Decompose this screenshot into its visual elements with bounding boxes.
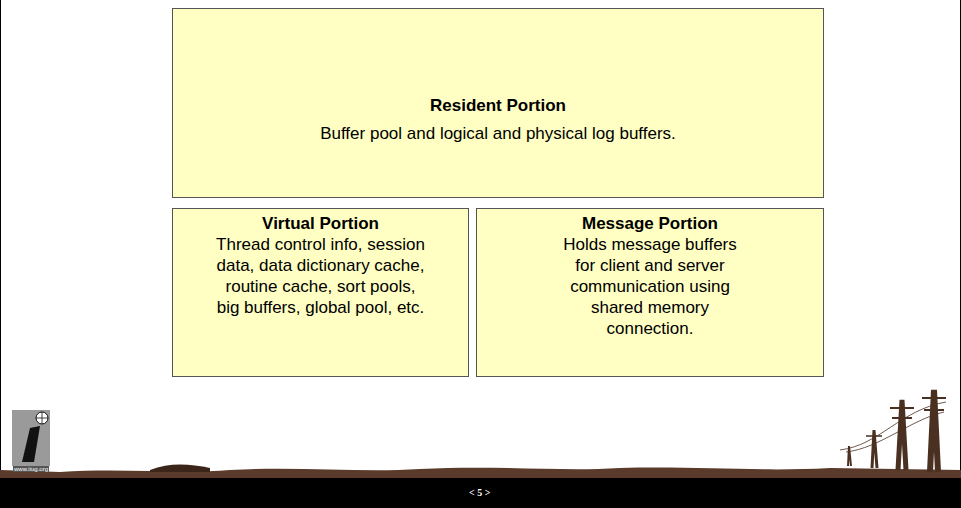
box-heading: Virtual Portion bbox=[176, 213, 465, 234]
logo-i-stem bbox=[22, 426, 40, 462]
terrain-bump bbox=[150, 465, 210, 473]
iiug-logo bbox=[12, 410, 50, 466]
box-body: Buffer pool and logical and physical log… bbox=[198, 123, 798, 144]
power-poles bbox=[840, 390, 946, 472]
message-portion-box: Message PortionHolds message buffers for… bbox=[476, 208, 824, 377]
footer-bar bbox=[0, 476, 961, 508]
box-heading: Message Portion bbox=[480, 213, 820, 234]
terrain bbox=[0, 468, 961, 478]
virtual-portion-box: Virtual PortionThread control info, sess… bbox=[172, 208, 469, 377]
frame-right bbox=[960, 0, 961, 470]
box-body: Thread control info, session data, data … bbox=[213, 234, 428, 318]
resident-portion-box: Resident PortionBuffer pool and logical … bbox=[172, 8, 824, 198]
logo-globe bbox=[36, 412, 48, 424]
logo-block bbox=[12, 410, 50, 466]
logo-globe-lines bbox=[36, 412, 48, 424]
frame-left bbox=[0, 0, 1, 470]
logo-url: www.iiug.org bbox=[13, 466, 49, 472]
page-number: < 5 > bbox=[469, 487, 490, 498]
box-heading: Resident Portion bbox=[176, 95, 820, 116]
box-body: Holds message buffers for client and ser… bbox=[559, 234, 741, 339]
